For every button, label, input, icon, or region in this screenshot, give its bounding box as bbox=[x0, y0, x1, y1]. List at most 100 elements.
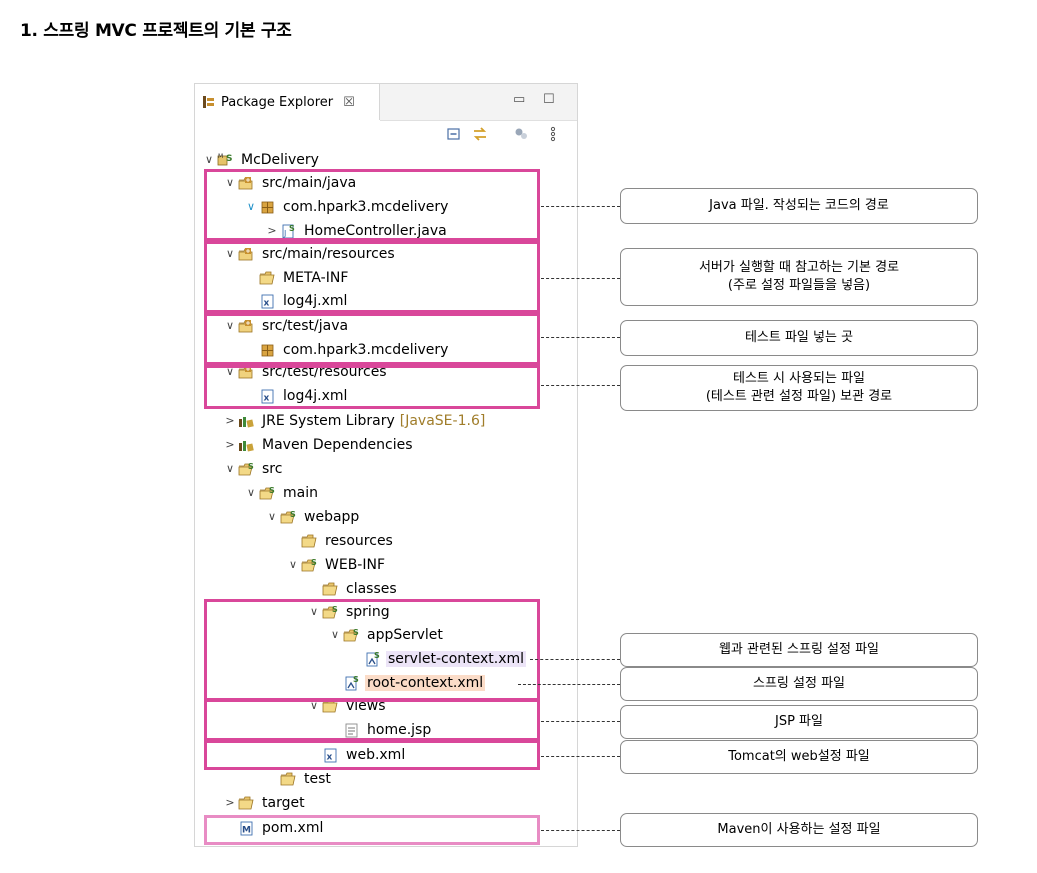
svg-text:S: S bbox=[226, 154, 232, 164]
callout-web-xml: Tomcat의 web설정 파일 bbox=[620, 740, 978, 774]
tree-item[interactable]: > target bbox=[224, 791, 307, 814]
folder-icon bbox=[259, 270, 277, 286]
svg-text:S: S bbox=[290, 510, 296, 519]
callout-text: Java 파일. 작성되는 코드의 경로 bbox=[709, 198, 889, 213]
tree-item-label: root-context.xml bbox=[365, 674, 486, 691]
tab-package-explorer[interactable]: Package Explorer ☒ bbox=[195, 84, 380, 120]
chevron-down-icon[interactable]: ∨ bbox=[225, 462, 235, 475]
chevron-down-icon[interactable]: ∨ bbox=[246, 486, 256, 499]
callout-test-java: 테스트 파일 넣는 곳 bbox=[620, 320, 978, 356]
spring-xml-icon: S bbox=[343, 675, 361, 691]
package-icon bbox=[259, 199, 277, 215]
chevron-right-icon[interactable]: > bbox=[225, 414, 235, 427]
svg-text:M: M bbox=[218, 153, 223, 160]
tree-item-label: Maven Dependencies bbox=[262, 436, 413, 453]
minimize-icon[interactable]: ▭ bbox=[513, 92, 526, 107]
tree-item-label: target bbox=[262, 794, 305, 811]
tree-item[interactable]: >JRE System Library[JavaSE-1.6] bbox=[224, 409, 485, 432]
chevron-down-icon[interactable]: ∨ bbox=[288, 558, 298, 571]
panel-tabbar: Package Explorer ☒ ▭ ☐ bbox=[195, 84, 577, 121]
highlight-spring bbox=[204, 599, 540, 701]
chevron-down-icon[interactable]: ∨ bbox=[225, 247, 235, 260]
tree-item-label: META-INF bbox=[283, 269, 349, 286]
tree-item[interactable]: META-INF bbox=[245, 266, 350, 289]
chevron-down-icon[interactable]: ∨ bbox=[309, 605, 319, 618]
tree-item-label: com.hpark3.mcdelivery bbox=[283, 198, 449, 215]
svg-text:x: x bbox=[264, 298, 270, 308]
tree-item-label: src/main/java bbox=[262, 174, 357, 191]
chevron-down-icon[interactable]: ∨ bbox=[309, 699, 319, 712]
chevron-right-icon[interactable]: > bbox=[225, 438, 235, 451]
connector-line bbox=[541, 278, 620, 279]
svg-text:S: S bbox=[311, 558, 317, 567]
tree-item[interactable]: ∨ src/main/java bbox=[224, 171, 358, 194]
view-menu-icon[interactable] bbox=[549, 126, 563, 142]
chevron-down-icon[interactable]: ∨ bbox=[225, 319, 235, 332]
svg-text:S: S bbox=[374, 651, 380, 660]
callout-subtext: (주로 설정 파일들을 넣음) bbox=[727, 278, 871, 293]
chevron-down-icon[interactable]: ∨ bbox=[225, 176, 235, 189]
callout-subtext: (테스트 관련 설정 파일) 보관 경로 bbox=[705, 389, 893, 404]
svg-text:S: S bbox=[332, 605, 338, 614]
spring-folder-icon: S bbox=[343, 627, 361, 643]
package-explorer-icon bbox=[203, 96, 215, 108]
highlight-web-xml bbox=[204, 740, 540, 770]
tree-item[interactable]: classes bbox=[308, 577, 399, 600]
tab-close-icon[interactable]: ☒ bbox=[343, 94, 355, 110]
collapse-all-icon[interactable] bbox=[447, 126, 461, 140]
tree-item-label: pom.xml bbox=[262, 819, 324, 836]
tree-item[interactable]: x log4j.xml bbox=[245, 289, 349, 312]
tree-item-label: classes bbox=[346, 580, 397, 597]
callout-text: 테스트 파일 넣는 곳 bbox=[744, 330, 854, 345]
spring-folder-icon: S bbox=[301, 557, 319, 573]
chevron-down-icon[interactable]: ∨ bbox=[204, 153, 214, 166]
maximize-icon[interactable]: ☐ bbox=[543, 92, 555, 107]
tree-item[interactable]: ∨src/test/java bbox=[224, 314, 350, 337]
link-with-editor-icon[interactable] bbox=[472, 126, 487, 141]
folder-icon bbox=[301, 533, 319, 549]
tree-item[interactable]: resources bbox=[287, 529, 395, 552]
callout-text: 테스트 시 사용되는 파일 bbox=[733, 371, 865, 386]
chevron-down-icon[interactable]: ∨ bbox=[246, 200, 256, 213]
highlight-pom-xml bbox=[204, 815, 540, 845]
tree-item-label: log4j.xml bbox=[283, 292, 348, 309]
highlight-views bbox=[204, 699, 540, 741]
tree-item-label: main bbox=[283, 484, 318, 501]
connector-line bbox=[530, 659, 620, 660]
tree-item[interactable]: ∨src/main/resources bbox=[224, 242, 397, 265]
chevron-down-icon[interactable]: ∨ bbox=[225, 365, 235, 378]
package-icon bbox=[259, 342, 277, 358]
tree-item-label: log4j.xml bbox=[283, 387, 348, 404]
focus-icon[interactable] bbox=[513, 126, 527, 140]
tree-item[interactable]: > Maven Dependencies bbox=[224, 433, 415, 456]
chevron-down-icon[interactable]: ∨ bbox=[267, 510, 277, 523]
callout-root-context: 스프링 설정 파일 bbox=[620, 667, 978, 701]
folder-icon bbox=[322, 581, 340, 597]
source-folder-icon bbox=[238, 318, 256, 334]
connector-line bbox=[541, 830, 620, 831]
spring-xml-icon: S bbox=[364, 651, 382, 667]
tree-item-label: test bbox=[304, 770, 331, 787]
tree-item[interactable]: ∨ com.hpark3.mcdelivery bbox=[245, 195, 450, 218]
tree-item[interactable]: home.jsp bbox=[329, 718, 433, 741]
chevron-right-icon[interactable]: > bbox=[225, 796, 235, 809]
tree-item[interactable]: test bbox=[266, 767, 333, 790]
source-folder-icon bbox=[238, 175, 256, 191]
tree-item[interactable]: com.hpark3.mcdelivery bbox=[245, 338, 450, 361]
chevron-right-icon[interactable]: > bbox=[267, 224, 277, 237]
highlight-src-test-java bbox=[204, 313, 540, 365]
chevron-down-icon[interactable]: ∨ bbox=[330, 628, 340, 641]
